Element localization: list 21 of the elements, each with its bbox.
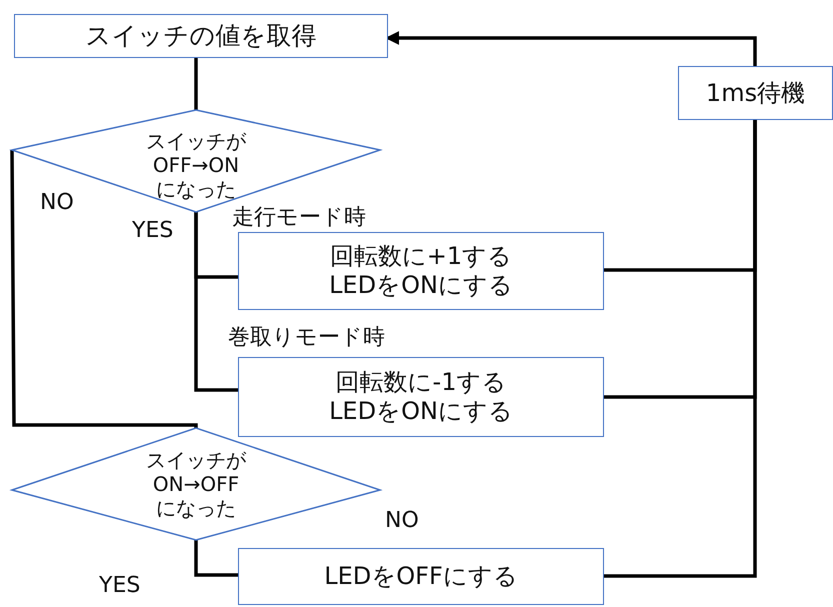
- connector-line: [10, 150, 198, 429]
- connector-line: [194, 540, 238, 577]
- node-text: 回転数に-1するLEDをONにする: [328, 368, 514, 426]
- branch-label: NO: [385, 508, 419, 533]
- process-box: [678, 66, 833, 120]
- node-text: LEDをOFFにする: [323, 562, 519, 591]
- process-box: [14, 14, 388, 58]
- node-text: スイッチの値を取得: [84, 21, 318, 51]
- connector-line: [194, 212, 238, 392]
- node-text: 回転数に+1するLEDをONにする: [328, 242, 514, 300]
- process-box: [238, 357, 604, 437]
- process-box: [238, 232, 604, 310]
- connector-line: [604, 120, 757, 578]
- node-text: スイッチがOFF→ONになった: [145, 129, 247, 201]
- mode-caption: 走行モード時: [232, 204, 366, 232]
- connector-line: [194, 58, 198, 110]
- node-text: スイッチがON→OFFになった: [145, 448, 247, 520]
- process-box: [238, 548, 604, 605]
- mode-caption: 巻取りモード時: [228, 324, 385, 352]
- node-text: 1ms待機: [704, 78, 806, 108]
- decision-diamond: [12, 428, 380, 540]
